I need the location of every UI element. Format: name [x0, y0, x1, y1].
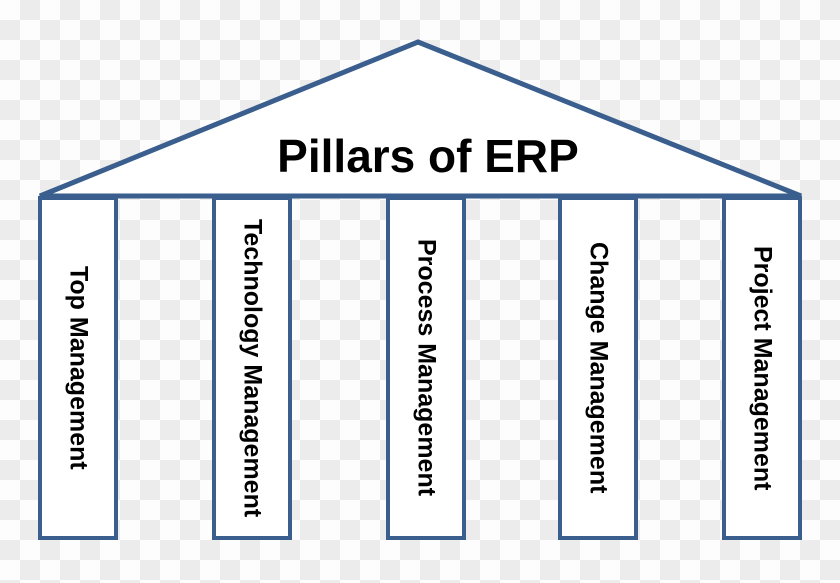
pillar-label: Project Management: [748, 245, 777, 491]
pillar-label: Technology Management: [238, 218, 267, 518]
pillar-process-management: Process Management: [386, 196, 466, 540]
diagram-title: Pillars of ERP: [277, 130, 579, 182]
pillar-technology-management: Technology Management: [212, 196, 292, 540]
pillar-project-management: Project Management: [722, 196, 802, 540]
pillar-label: Process Management: [412, 239, 441, 497]
pillar-top-management: Top Management: [38, 196, 118, 540]
pillar-change-management: Change Management: [558, 196, 638, 540]
pillar-label: Change Management: [584, 242, 613, 494]
pillar-label: Top Management: [64, 266, 93, 470]
